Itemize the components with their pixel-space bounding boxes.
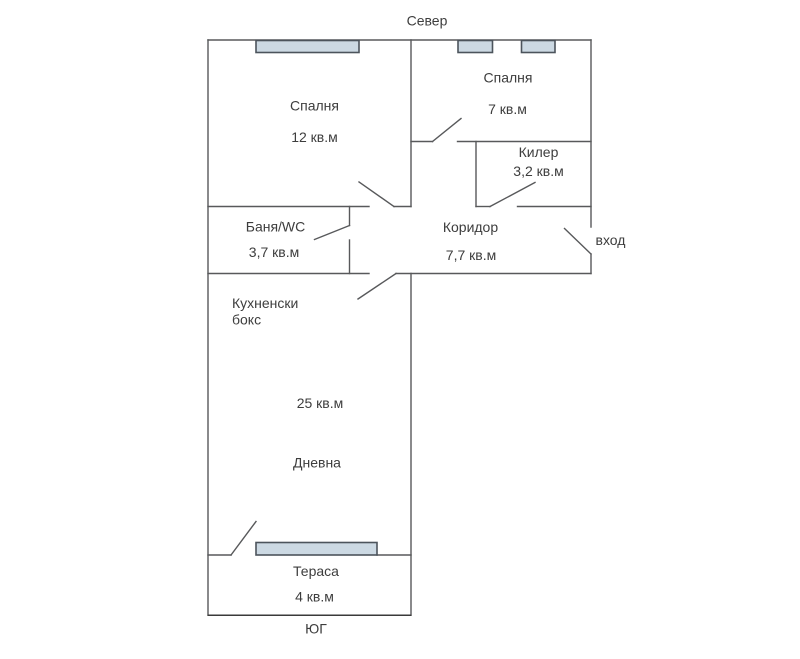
svg-text:Спалня: Спалня: [290, 98, 339, 114]
svg-text:7,7 кв.м: 7,7 кв.м: [446, 247, 496, 263]
svg-text:Баня/WC: Баня/WC: [246, 219, 306, 235]
svg-text:4 кв.м: 4 кв.м: [295, 589, 334, 605]
svg-text:12 кв.м: 12 кв.м: [291, 129, 338, 145]
svg-text:25 кв.м: 25 кв.м: [297, 395, 344, 411]
svg-text:Кухненски: Кухненски: [232, 295, 298, 311]
svg-text:вход: вход: [596, 232, 626, 248]
svg-text:7 кв.м: 7 кв.м: [488, 101, 527, 117]
svg-text:Килер: Килер: [519, 144, 559, 160]
svg-text:3,2 кв.м: 3,2 кв.м: [513, 163, 563, 179]
svg-text:Север: Север: [407, 13, 448, 29]
svg-text:Дневна: Дневна: [293, 455, 341, 471]
svg-text:3,7 кв.м: 3,7 кв.м: [249, 244, 299, 260]
svg-text:Тераса: Тераса: [293, 563, 339, 579]
svg-text:Коридор: Коридор: [443, 219, 499, 235]
svg-text:бокс: бокс: [232, 312, 261, 328]
svg-text:Спалня: Спалня: [484, 70, 533, 86]
svg-text:ЮГ: ЮГ: [305, 621, 327, 637]
